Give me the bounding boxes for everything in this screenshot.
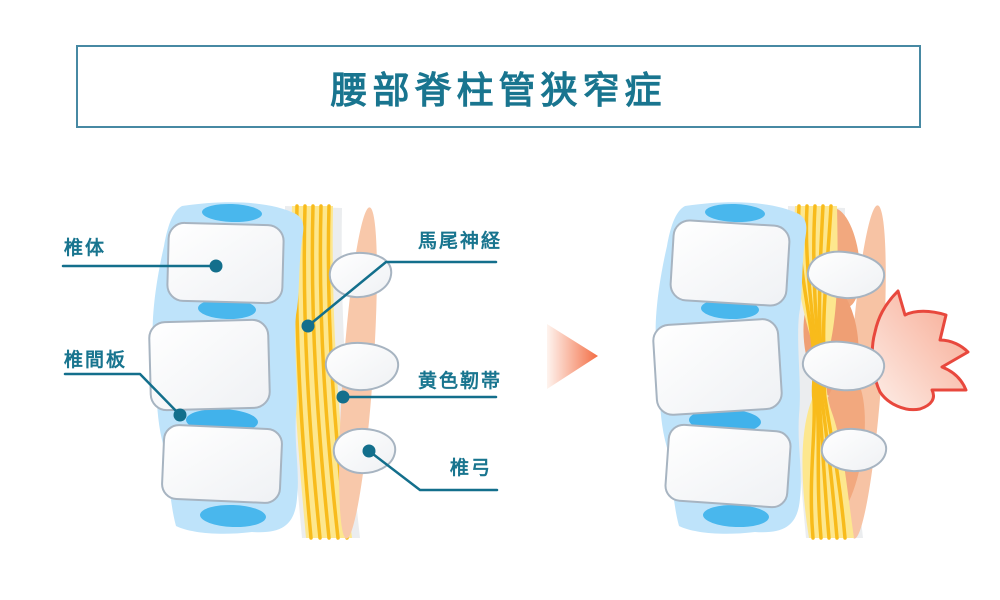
vertebral-body xyxy=(652,318,783,416)
label-yellow-ligament: 黄色靭帯 xyxy=(418,370,503,392)
vertebral-arch-blob xyxy=(820,427,888,473)
pain-burst-icon xyxy=(870,289,970,412)
vertebral-body xyxy=(664,423,792,509)
vertebral-arch-blob xyxy=(324,341,400,392)
label-intervertebral-disc: 椎間板 xyxy=(64,349,128,371)
vertebral-arch-blob xyxy=(806,250,886,300)
title-box: 腰部脊柱管狭窄症 xyxy=(76,45,921,128)
arrow-right-icon xyxy=(547,324,598,389)
page-title: 腰部脊柱管狭窄症 xyxy=(330,68,667,112)
vertebral-arch-blob xyxy=(328,251,393,299)
label-vertebral-arch: 椎弓 xyxy=(450,457,493,479)
stenotic-spine-diagram xyxy=(652,202,970,540)
annotation-lines xyxy=(61,259,499,492)
vertebral-body xyxy=(148,318,271,412)
vertebral-arch-blob xyxy=(801,340,886,392)
label-vertebral-body: 椎体 xyxy=(64,237,107,259)
vertebral-body xyxy=(669,219,791,307)
label-cauda-equina-nerve: 馬尾神経 xyxy=(418,230,503,252)
healthy-spine-diagram xyxy=(148,202,400,540)
vertebral-body xyxy=(166,221,285,305)
vertebral-body xyxy=(161,424,283,504)
